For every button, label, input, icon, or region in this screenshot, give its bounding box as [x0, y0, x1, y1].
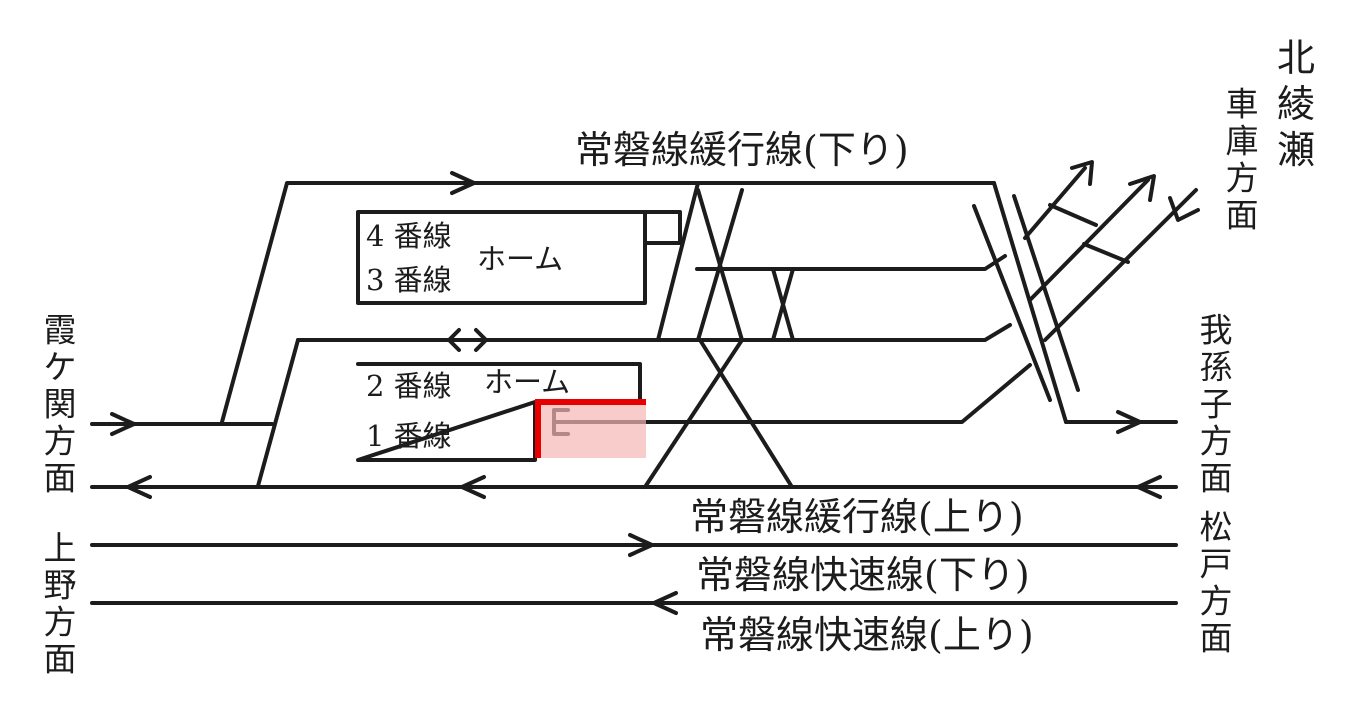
depot-rung: [1048, 203, 1098, 227]
direction-char: 方: [1200, 582, 1233, 621]
track-4-left-ramp: [256, 338, 300, 488]
direction-char: 方: [1226, 159, 1259, 198]
highlight-frame: [535, 399, 646, 458]
direction-char: 面: [1226, 196, 1259, 235]
depot-branch: [1028, 178, 1150, 302]
direction-char: 面: [1200, 459, 1233, 498]
direction-char: 我: [1200, 311, 1233, 350]
arrowhead-icon: [1136, 475, 1162, 499]
platform-upper-track-a: 4 番線: [366, 219, 452, 253]
platform-upper-track-b: 3 番線: [366, 263, 452, 297]
direction-char: 孫: [1200, 348, 1233, 387]
direction-char: 松: [1200, 508, 1233, 547]
direction-char: 北: [1277, 36, 1315, 80]
arrowhead-icon: [450, 171, 476, 195]
direction-char: 綾: [1277, 82, 1315, 126]
direction-char: ケ: [44, 348, 77, 387]
direction-char: 面: [44, 640, 77, 679]
crossover: [643, 338, 744, 489]
highlight-fill: [538, 402, 646, 458]
platform-upper-label: ホーム: [477, 242, 563, 276]
depot-rung: [1082, 242, 1130, 264]
arrowhead-icon: [1070, 160, 1094, 186]
label-rapid-up: 常磐線快速線(上り): [700, 613, 1034, 657]
diagonal-track: [992, 181, 1068, 424]
arrowhead-icon: [628, 533, 654, 557]
label-local-up: 常磐線緩行線(上り): [690, 495, 1024, 539]
direction-char: 庫: [1226, 122, 1259, 161]
track-1: [570, 363, 1032, 424]
diagonal-track: [972, 204, 1052, 402]
track-4: [296, 323, 1012, 342]
track-local-down: [220, 181, 996, 424]
direction-char: 子: [1200, 385, 1233, 424]
arrowhead-icon: [1168, 196, 1200, 222]
direction-char: 方: [44, 603, 77, 642]
platform-lower-label: ホーム: [484, 365, 570, 399]
double-arrow-icon: [474, 328, 488, 352]
crossover: [698, 338, 794, 489]
arrowhead-icon: [460, 475, 486, 499]
label-rapid-down: 常磐線快速線(下り): [696, 553, 1030, 597]
direction-char: 面: [1200, 619, 1233, 658]
direction-char: 戸: [1200, 545, 1233, 584]
diagonal-track: [1012, 194, 1080, 392]
crossover: [696, 188, 744, 342]
label-local-down: 常磐線緩行線(下り): [575, 128, 909, 172]
direction-char: 面: [44, 459, 77, 498]
arrowhead-icon: [110, 412, 136, 436]
depot-branch: [1023, 166, 1087, 240]
arrowhead-icon: [1116, 410, 1142, 434]
direction-char: 関: [44, 385, 77, 424]
platform-lower-track-b: 1 番線: [366, 419, 452, 453]
track-3: [695, 254, 1007, 271]
arrowhead-icon: [126, 475, 152, 499]
depot-branch: [1043, 188, 1198, 342]
direction-char: 上: [44, 529, 77, 568]
direction-char: 方: [1200, 422, 1233, 461]
arrowhead-icon: [1128, 174, 1156, 202]
crossover: [771, 267, 795, 342]
direction-char: 野: [44, 566, 77, 605]
direction-char: 瀬: [1277, 128, 1315, 172]
direction-char: 方: [44, 422, 77, 461]
track-connector-2: [656, 181, 700, 342]
direction-char: 車: [1226, 85, 1259, 124]
direction-kitaayase-col1: 北綾瀬: [1277, 36, 1315, 172]
direction-char: 霞: [44, 311, 77, 350]
double-arrow-icon: [447, 328, 461, 352]
platform-lower-track-a: 2 番線: [366, 369, 452, 403]
arrowhead-icon: [652, 591, 678, 615]
